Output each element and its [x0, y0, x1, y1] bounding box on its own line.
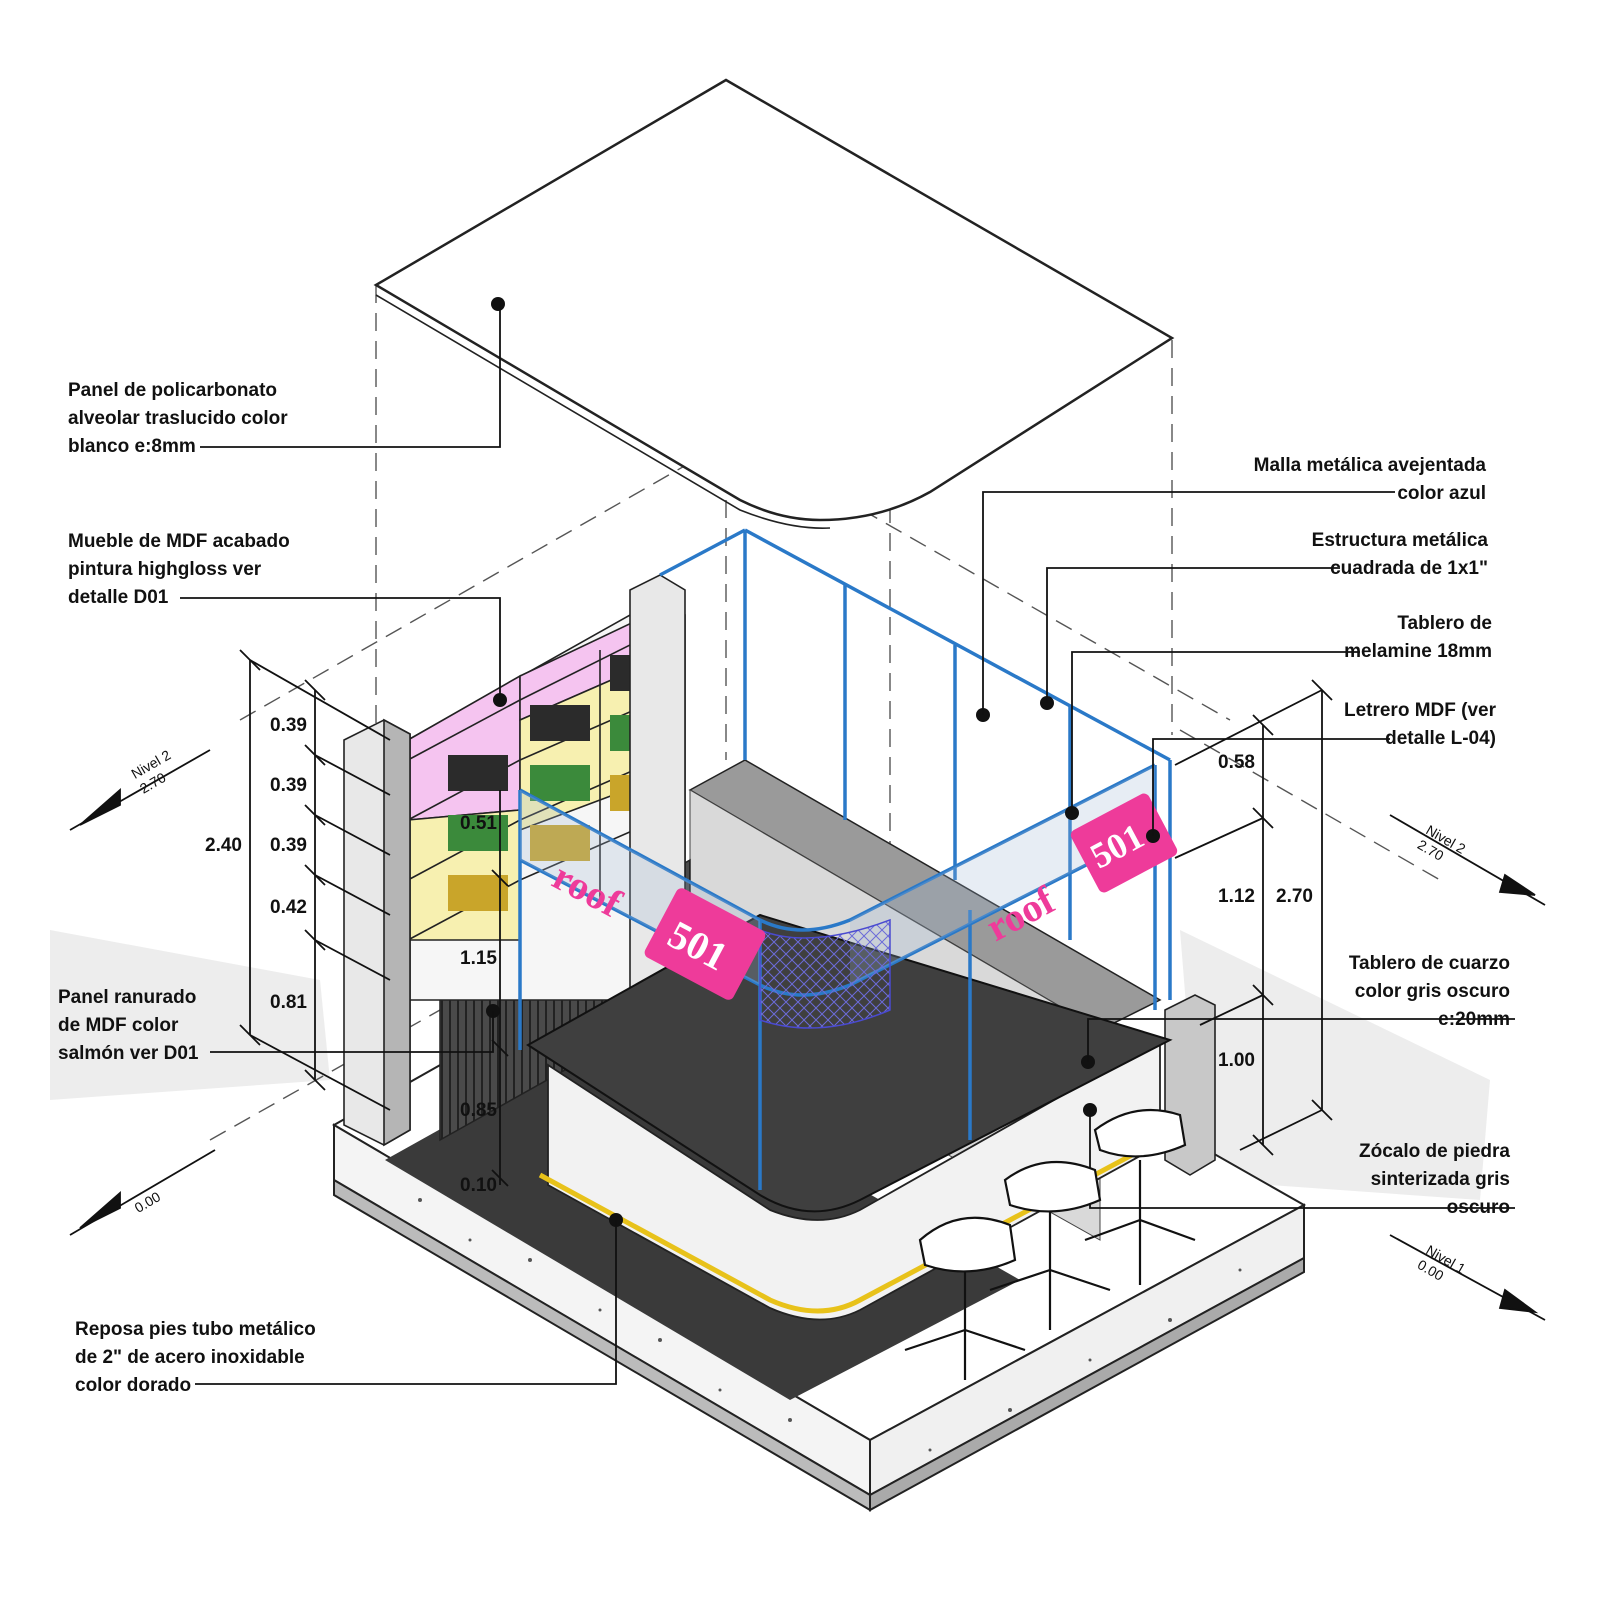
dim-inner-4: 0.10 [460, 1175, 497, 1196]
dim-left-seg-1: 0.39 [270, 715, 307, 736]
right-dimension-lines [1174, 679, 1333, 1156]
dim-right-seg-1: 0.58 [1218, 752, 1255, 773]
quartz-countertop [526, 913, 1173, 1213]
label-quartz-countertop: Tablero de cuarzo color gris oscuro e:20… [1348, 953, 1510, 1030]
sign-plates [644, 793, 1178, 1000]
dim-inner-3: 0.85 [460, 1100, 497, 1121]
dim-right-seg-2: 1.12 [1218, 886, 1255, 907]
inner-dimension-ticks [491, 790, 509, 1187]
label-stone-plinth: Zócalo de piedra sinterizada gris oscuro [1359, 1141, 1510, 1218]
dim-right-total: 2.70 [1276, 886, 1313, 907]
dim-left-seg-4: 0.42 [270, 897, 307, 918]
dim-left-seg-3: 0.39 [270, 835, 307, 856]
concrete-texture [418, 1198, 1242, 1452]
dim-inner-2: 1.15 [460, 948, 497, 969]
level-markers [69, 749, 1546, 1321]
dim-left-seg-2: 0.39 [270, 775, 307, 796]
aged-metal-mesh [759, 918, 891, 1029]
left-dimension-lines [239, 649, 391, 1111]
dim-inner-1: 0.51 [460, 813, 497, 834]
gold-footrest [538, 1137, 1162, 1314]
polycarbonate-panel [373, 78, 1175, 522]
dim-left-total: 2.40 [205, 835, 242, 856]
dim-right-seg-3: 1.00 [1218, 1050, 1255, 1071]
dim-left-seg-5: 0.81 [270, 992, 307, 1013]
label-metal-mesh: Malla metálica avejentada color azul [1253, 455, 1486, 504]
bar-stools [904, 1108, 1196, 1380]
label-mdf-furniture: Mueble de MDF acabado pintura highgloss … [68, 531, 290, 608]
label-melamine-board: Tablero de melamine 18mm [1344, 613, 1492, 662]
label-metal-structure: Estructura metálica cuadrada de 1x1" [1311, 530, 1488, 579]
label-footrest: Reposa pies tubo metálico de 2" de acero… [75, 1319, 316, 1396]
label-polycarbonate: Panel de policarbonato alveolar trasluci… [68, 380, 288, 457]
label-slatted-panel: Panel ranurado de MDF color salmón ver D… [58, 987, 199, 1064]
callout-dot [491, 297, 505, 311]
leader-lines [180, 304, 1515, 1385]
label-sign: Letrero MDF (ver detalle L-04) [1343, 700, 1496, 749]
